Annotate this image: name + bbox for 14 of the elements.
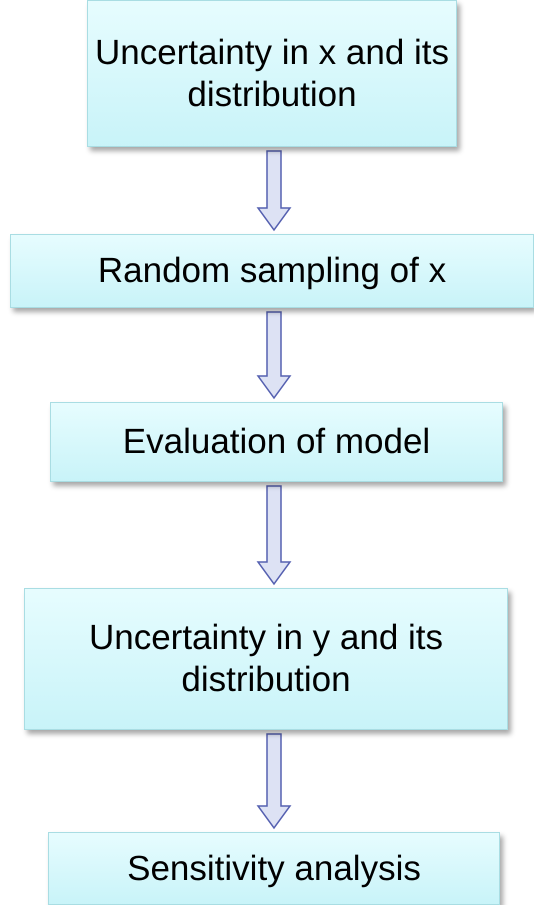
process-box bbox=[24, 588, 508, 730]
process-box bbox=[50, 402, 503, 482]
box-label: Random sampling of x bbox=[96, 250, 448, 292]
block-arrow bbox=[256, 311, 292, 400]
process-box bbox=[10, 234, 534, 308]
block-arrow bbox=[256, 150, 292, 232]
box-label: Uncertainty in x and its distribution bbox=[94, 32, 450, 116]
box-label: Sensitivity analysis bbox=[126, 848, 422, 890]
block-arrow bbox=[256, 733, 292, 830]
process-box bbox=[87, 0, 457, 147]
block-arrow bbox=[256, 485, 292, 586]
box-label: Evaluation of model bbox=[122, 421, 432, 463]
box-label: Uncertainty in y and its distribution bbox=[88, 617, 444, 701]
process-box bbox=[48, 832, 500, 905]
